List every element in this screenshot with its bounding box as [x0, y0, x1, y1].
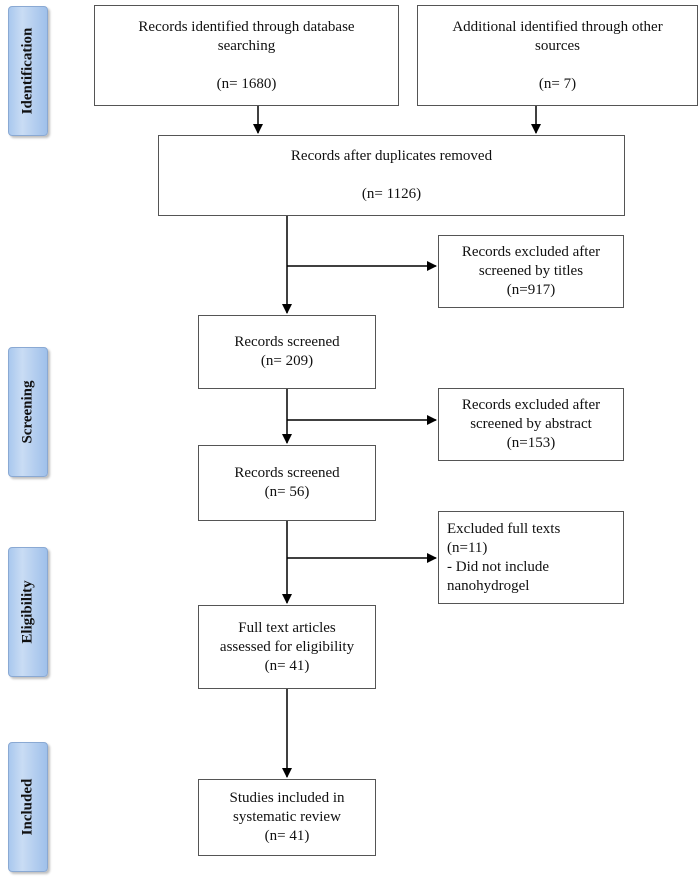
box-excluded-abstract-line1: Records excluded after — [461, 397, 601, 413]
box-included-line1: Studies included in — [229, 790, 345, 806]
box-records-screened-2: Records screened (n= 56) — [198, 445, 376, 521]
box-screened1-count: (n= 209) — [260, 353, 314, 369]
box-database-count: (n= 1680) — [216, 75, 277, 92]
box-full-text-count: (n= 41) — [264, 657, 310, 674]
phase-identification-label: Identification — [8, 6, 48, 136]
box-included-line2: systematic review — [233, 809, 341, 825]
box-excluded-titles-line2: screened by titles — [478, 263, 584, 279]
box-full-text-line1: Full text articles — [238, 619, 336, 636]
box-records-screened-1: Records screened (n= 209) — [198, 315, 376, 389]
box-excluded-abstract: Records excluded after screened by abstr… — [438, 388, 624, 461]
phase-screening-label: Screening — [8, 347, 48, 477]
box-excluded-full-line2: (n=11) — [447, 539, 488, 556]
box-excluded-abstract-count: (n=153) — [506, 435, 556, 451]
box-full-text-assessed: Full text articles assessed for eligibil… — [198, 605, 376, 689]
box-other-count: (n= 7) — [538, 75, 577, 92]
box-duplicates-count: (n= 1126) — [361, 186, 422, 202]
box-excluded-titles: Records excluded after screened by title… — [438, 235, 624, 308]
phase-included-label: Included — [8, 742, 48, 872]
box-duplicates-line1: Records after duplicates removed — [290, 148, 493, 164]
box-excluded-titles-count: (n=917) — [506, 282, 556, 298]
box-full-text-line2: assessed for eligibility — [219, 638, 355, 655]
box-included-count: (n= 41) — [264, 828, 310, 844]
phase-eligibility-label: Eligibility — [8, 547, 48, 677]
box-screened2-line1: Records screened — [234, 465, 340, 481]
box-excluded-full-line1: Excluded full texts — [447, 520, 561, 537]
box-other-sources: Additional identified through other sour… — [417, 5, 698, 106]
box-excluded-full-line4: nanohydrogel — [447, 577, 530, 594]
box-excluded-full-texts: Excluded full texts (n=11) - Did not inc… — [438, 511, 624, 604]
box-database-records: Records identified through database sear… — [94, 5, 399, 106]
box-excluded-titles-line1: Records excluded after — [461, 244, 601, 260]
box-other-line1: Additional identified through other — [452, 18, 663, 35]
box-excluded-full-line3: - Did not include — [447, 558, 550, 575]
box-screened2-count: (n= 56) — [264, 484, 310, 500]
box-studies-included: Studies included in systematic review (n… — [198, 779, 376, 856]
box-excluded-abstract-line2: screened by abstract — [470, 416, 592, 432]
box-database-line2: searching — [217, 37, 276, 54]
box-other-line2: sources — [535, 37, 580, 54]
box-database-line1: Records identified through database — [138, 18, 355, 35]
box-duplicates-removed: Records after duplicates removed (n= 112… — [158, 135, 625, 216]
box-screened1-line1: Records screened — [234, 334, 340, 350]
